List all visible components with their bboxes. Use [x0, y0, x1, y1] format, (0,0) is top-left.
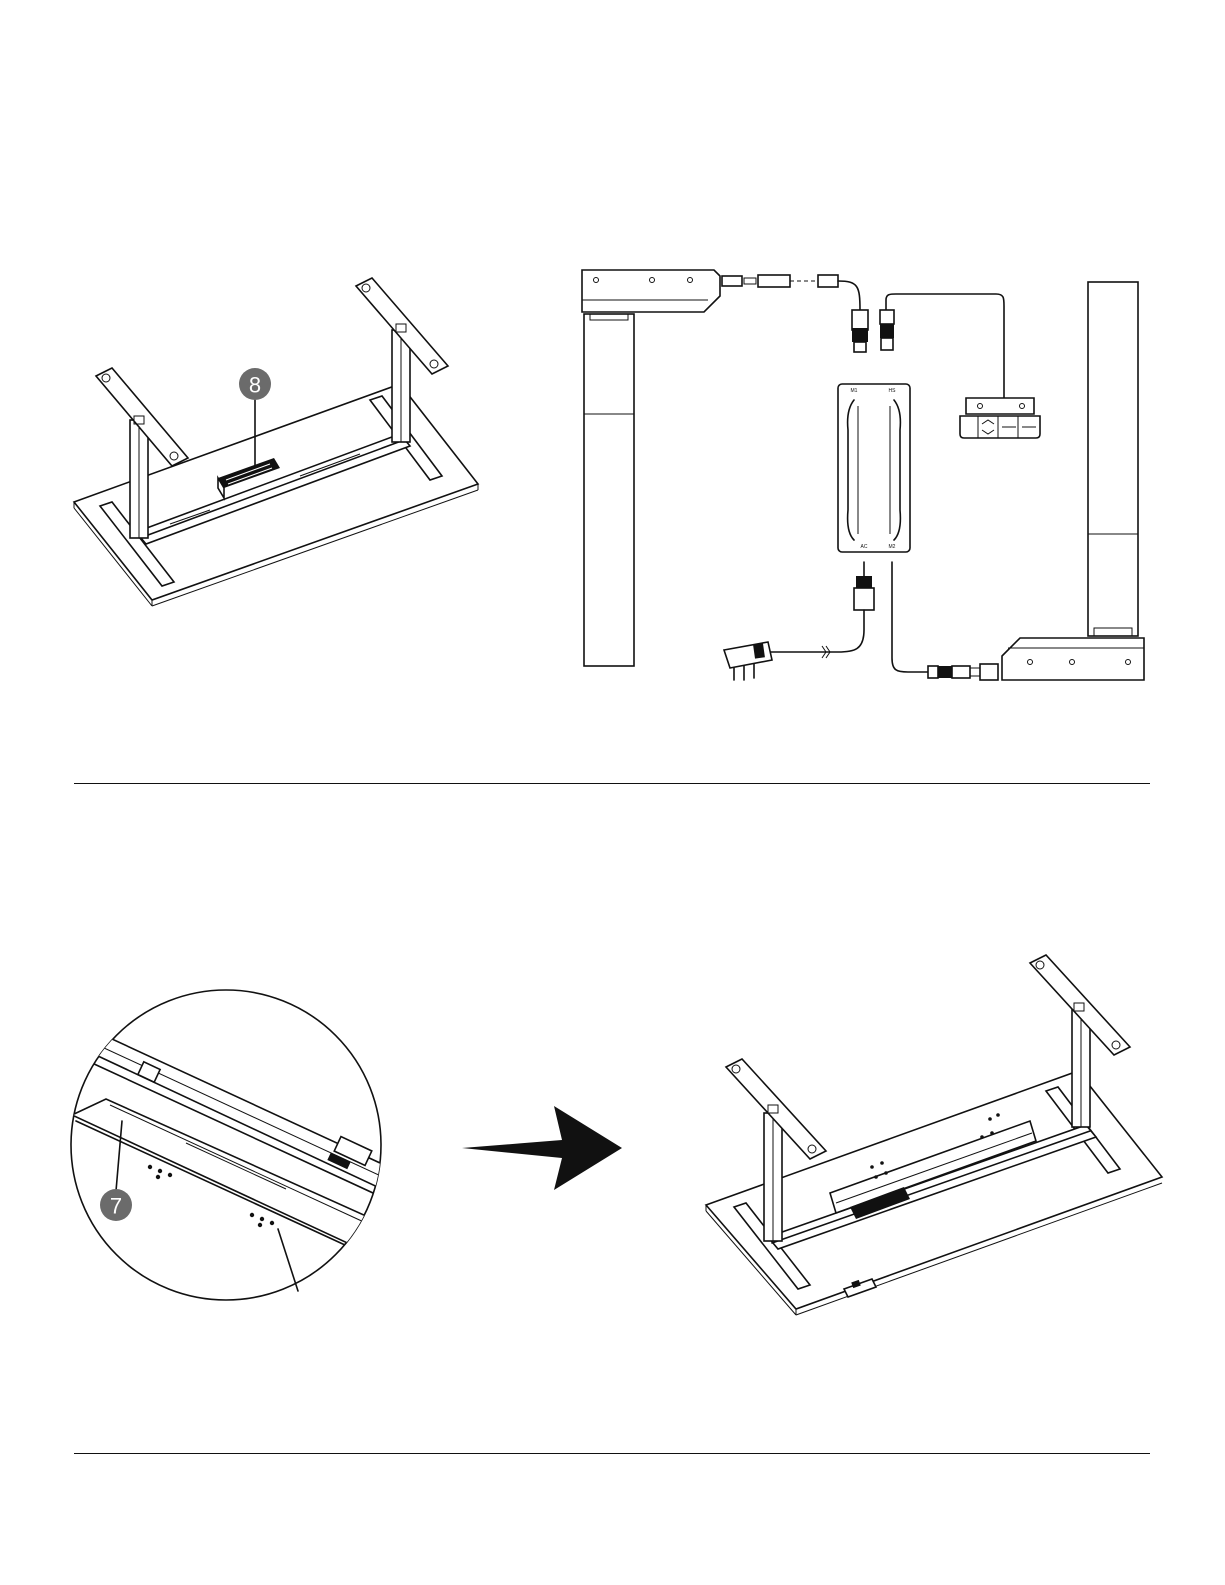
direction-arrow: [458, 1100, 628, 1195]
power-plug: [724, 642, 772, 668]
right-motor-housing: [1002, 638, 1144, 680]
step8-table-frame-illustration: 8: [70, 270, 490, 610]
section-divider-bottom: [74, 1453, 1150, 1454]
power-cable: [724, 562, 874, 680]
step-7-number: 7: [110, 1194, 122, 1219]
wiring-diagram: M1 HS AC M2: [578, 270, 1158, 700]
port-label-ac: AC: [861, 544, 868, 550]
step-8-badge: 8: [239, 368, 271, 400]
left-motor-housing: [582, 270, 720, 312]
port-label-m2: M2: [889, 544, 896, 550]
left-lifting-column: [584, 314, 634, 666]
port-label-hs: HS: [889, 388, 897, 394]
step-8-number: 8: [249, 373, 261, 398]
control-box-unit: M1 HS AC M2: [838, 384, 910, 552]
assembled-table-illustration: [700, 945, 1170, 1345]
section-divider-top: [74, 783, 1150, 784]
port-label-m1: M1: [851, 388, 858, 394]
step7-detail-illustration: 7: [66, 985, 396, 1315]
step-7-badge: 7: [100, 1189, 132, 1221]
right-lifting-column: [1088, 282, 1138, 636]
motor-1-connector: [722, 275, 868, 352]
handset-controller: [960, 398, 1040, 438]
motor-2-connector: [892, 562, 998, 680]
